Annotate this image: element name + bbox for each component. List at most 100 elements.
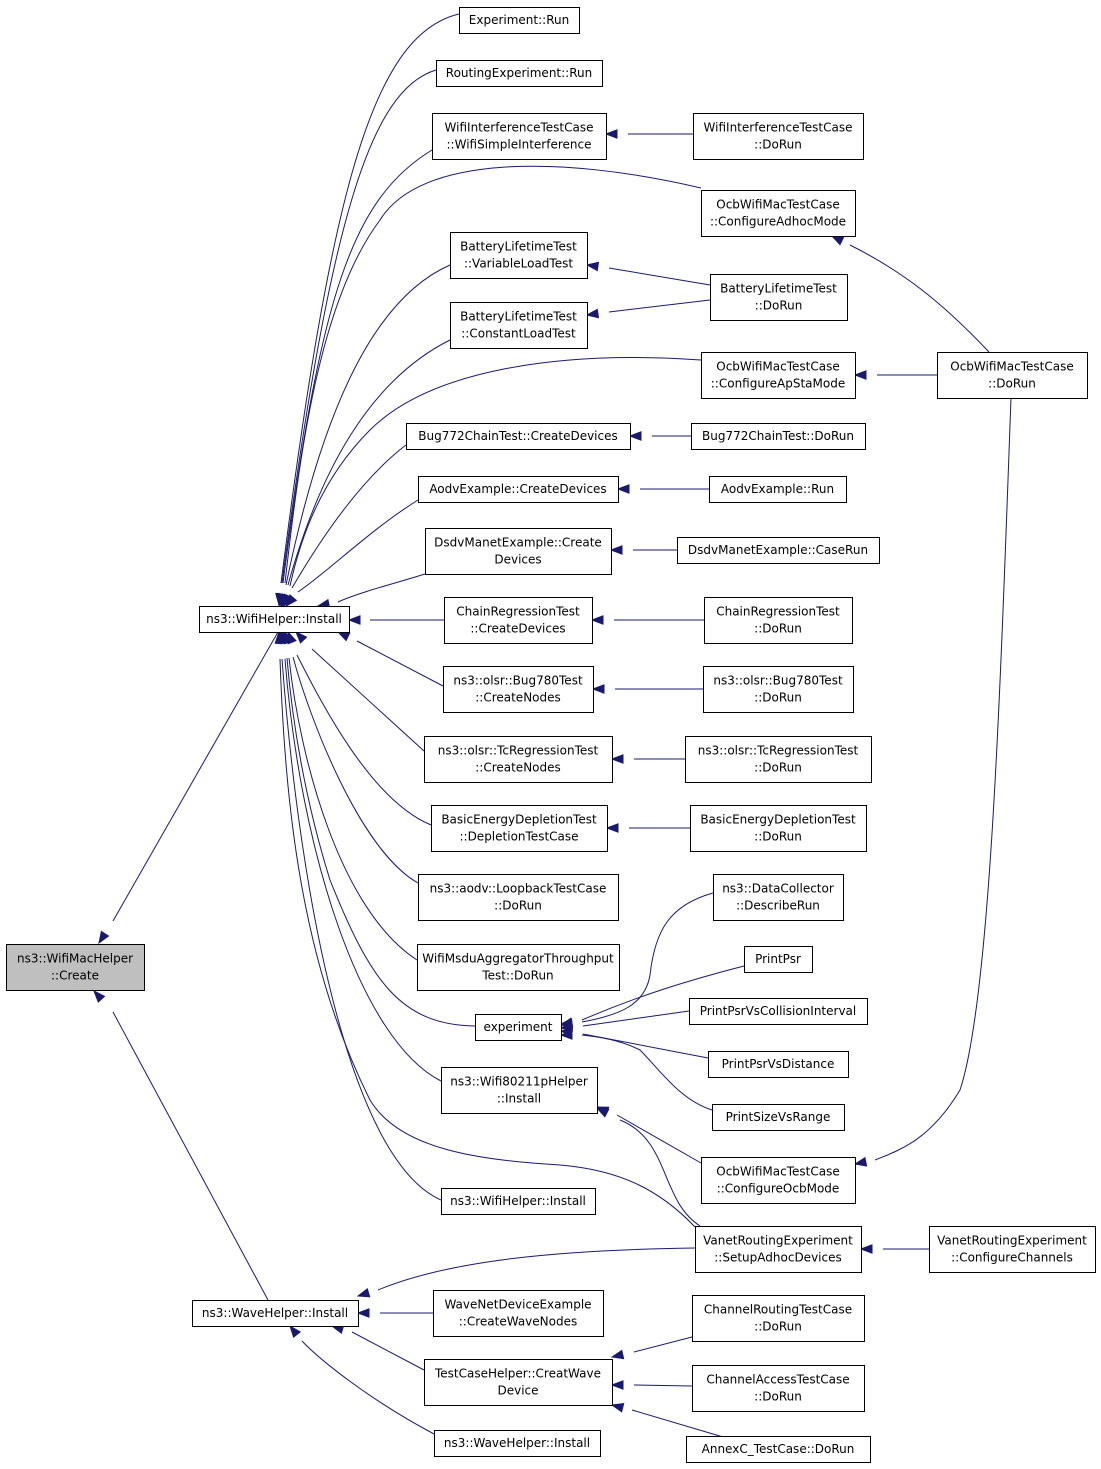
edge-arrowhead xyxy=(559,1030,573,1040)
node-label: ns3::olsr::Bug780Test xyxy=(713,674,843,688)
edge-line xyxy=(377,1247,696,1291)
node-aodv-loopback[interactable]: ns3::aodv::LoopbackTestCase::DoRun xyxy=(418,874,619,921)
edge-arrowhead xyxy=(595,1107,610,1118)
edge-arrowhead xyxy=(853,1156,868,1167)
edge-line xyxy=(301,1340,435,1435)
node-vanet-config[interactable]: VanetRoutingExperiment::ConfigureChannel… xyxy=(929,1226,1096,1273)
edge-printpsr_dist-to-experiment xyxy=(559,1027,709,1059)
node-box xyxy=(701,1157,856,1204)
node-printsize[interactable]: PrintSizeVsRange xyxy=(712,1104,845,1131)
node-routing-exp-run[interactable]: RoutingExperiment::Run xyxy=(436,60,603,87)
node-box xyxy=(713,874,844,921)
node-tcreg-create[interactable]: ns3::olsr::TcRegressionTest::CreateNodes xyxy=(424,736,613,783)
node-label: PrintPsrVsCollisionInterval xyxy=(700,1004,857,1018)
edge-wifi_interf_dorun-to-wifi_interf xyxy=(604,129,693,139)
node-battery-dorun[interactable]: BatteryLifetimeTest::DoRun xyxy=(710,274,848,321)
edge-arrowhead xyxy=(628,431,642,441)
node-label: ::Install xyxy=(497,1092,541,1106)
edge-line xyxy=(289,357,702,587)
edge-line xyxy=(284,658,442,1082)
node-label: BatteryLifetimeTest xyxy=(460,310,577,324)
node-ocb-adhoc[interactable]: OcbWifiMacTestCase::ConfigureAdhocMode xyxy=(701,190,856,237)
node-label: TestCaseHelper::CreatWave xyxy=(434,1367,601,1381)
node-ocb-ocbmode[interactable]: OcbWifiMacTestCase::ConfigureOcbMode xyxy=(701,1157,856,1204)
node-label: WifiInterferenceTestCase xyxy=(445,121,594,135)
edge-line xyxy=(285,264,451,586)
edge-battery_dorun-to-battery_var xyxy=(585,261,711,286)
node-label: ns3::olsr::Bug780Test xyxy=(453,674,583,688)
edge-arrowhead xyxy=(610,1380,624,1390)
node-exp-run[interactable]: Experiment::Run xyxy=(459,7,580,34)
edge-line xyxy=(311,648,425,752)
node-vanet-setup[interactable]: VanetRoutingExperiment::SetupAdhocDevice… xyxy=(695,1226,862,1273)
edge-arrowhead xyxy=(93,989,106,1003)
node-box xyxy=(686,1436,871,1463)
edge-line xyxy=(296,654,432,826)
node-label: ChannelRoutingTestCase xyxy=(704,1303,852,1317)
node-box xyxy=(689,998,868,1025)
node-wave-install2[interactable]: ns3::WaveHelper::Install xyxy=(434,1430,601,1457)
node-label: RoutingExperiment::Run xyxy=(446,66,592,80)
node-battery-var[interactable]: BatteryLifetimeTest::VariableLoadTest xyxy=(450,232,588,279)
node-dsdv-create[interactable]: DsdvManetExample::CreateDevices xyxy=(425,528,612,575)
node-wifi-interf-dorun[interactable]: WifiInterferenceTestCase::DoRun xyxy=(693,113,864,160)
edge-line xyxy=(351,1331,425,1371)
node-annexc[interactable]: AnnexC_TestCase::DoRun xyxy=(686,1436,871,1463)
node-label: ChainRegressionTest xyxy=(716,605,840,619)
node-datacollector[interactable]: ns3::DataCollector::DescribeRun xyxy=(713,874,844,921)
edge-line xyxy=(287,339,451,586)
node-channel-routing[interactable]: ChannelRoutingTestCase::DoRun xyxy=(692,1295,865,1342)
node-battery-const[interactable]: BatteryLifetimeTest::ConstantLoadTest xyxy=(450,302,588,349)
node-label: AnnexC_TestCase::DoRun xyxy=(702,1442,855,1456)
node-label: ::VariableLoadTest xyxy=(464,257,573,271)
node-wifi-interf[interactable]: WifiInterferenceTestCase::WifiSimpleInte… xyxy=(432,113,607,160)
node-ocb-dorun[interactable]: OcbWifiMacTestCase::DoRun xyxy=(937,352,1088,399)
node-basic-dorun[interactable]: BasicEnergyDepletionTest::DoRun xyxy=(690,805,867,852)
node-wavenet[interactable]: WaveNetDeviceExample::CreateWaveNodes xyxy=(433,1290,604,1337)
node-label: PrintPsr xyxy=(755,952,801,966)
node-tcreg-dorun[interactable]: ns3::olsr::TcRegressionTest::DoRun xyxy=(685,736,872,783)
node-basic-depl[interactable]: BasicEnergyDepletionTest::DepletionTestC… xyxy=(431,805,608,852)
node-box xyxy=(433,1290,604,1337)
node-bug772-dorun[interactable]: Bug772ChainTest::DoRun xyxy=(691,423,866,450)
node-bug772-create[interactable]: Bug772ChainTest::CreateDevices xyxy=(406,423,631,450)
node-chain-dorun[interactable]: ChainRegressionTest::DoRun xyxy=(704,597,853,644)
node-label: Bug772ChainTest::CreateDevices xyxy=(418,429,618,443)
node-bug780-dorun[interactable]: ns3::olsr::Bug780Test::DoRun xyxy=(703,666,854,713)
node-printpsr-coll[interactable]: PrintPsrVsCollisionInterval xyxy=(689,998,868,1025)
edge-arrowhead xyxy=(585,308,600,319)
node-wave-install[interactable]: ns3::WaveHelper::Install xyxy=(192,1300,359,1327)
node-dsdv-caserun[interactable]: DsdvManetExample::CaseRun xyxy=(677,537,880,564)
edge-aodv_run-to-aodv_create xyxy=(616,484,709,494)
node-label: PrintPsrVsDistance xyxy=(722,1057,835,1071)
node-experiment[interactable]: experiment xyxy=(475,1014,562,1041)
node-ocb-apsta[interactable]: OcbWifiMacTestCase::ConfigureApStaMode xyxy=(701,352,856,399)
node-printpsr-dist[interactable]: PrintPsrVsDistance xyxy=(708,1051,849,1078)
node-label: VanetRoutingExperiment xyxy=(703,1234,853,1248)
node-wifi-install2[interactable]: ns3::WifiHelper::Install xyxy=(441,1188,596,1215)
node-channel-access[interactable]: ChannelAccessTestCase::DoRun xyxy=(692,1365,865,1412)
node-label: ns3::aodv::LoopbackTestCase xyxy=(430,882,607,896)
node-wifi-install[interactable]: ns3::WifiHelper::Install xyxy=(199,606,350,633)
node-aodv-create[interactable]: AodvExample::CreateDevices xyxy=(418,476,619,503)
edge-line xyxy=(112,631,279,922)
node-box xyxy=(929,1226,1096,1273)
node-bug780-create[interactable]: ns3::olsr::Bug780Test::CreateNodes xyxy=(443,666,594,713)
node-box xyxy=(677,537,880,564)
node-label: ns3::WaveHelper::Install xyxy=(444,1436,590,1450)
node-box xyxy=(418,874,619,921)
node-label: ::ConfigureApStaMode xyxy=(711,377,845,391)
node-wifi80211p[interactable]: ns3::Wifi80211pHelper::Install xyxy=(441,1067,598,1114)
edge-ocb_dorun-to-ocb_ocbmode xyxy=(853,397,1012,1167)
edge-wifi_interf-to-wifi_install xyxy=(276,149,433,607)
node-box xyxy=(425,528,612,575)
node-aodv-run[interactable]: AodvExample::Run xyxy=(709,476,847,503)
node-chain-create[interactable]: ChainRegressionTest::CreateDevices xyxy=(444,597,593,644)
edge-line xyxy=(297,499,419,593)
node-label: ns3::Wifi80211pHelper xyxy=(450,1075,588,1089)
node-label: ns3::DataCollector xyxy=(722,882,834,896)
node-printpsr[interactable]: PrintPsr xyxy=(744,946,813,973)
node-root[interactable]: ns3::WifiMacHelper::Create xyxy=(6,944,145,991)
